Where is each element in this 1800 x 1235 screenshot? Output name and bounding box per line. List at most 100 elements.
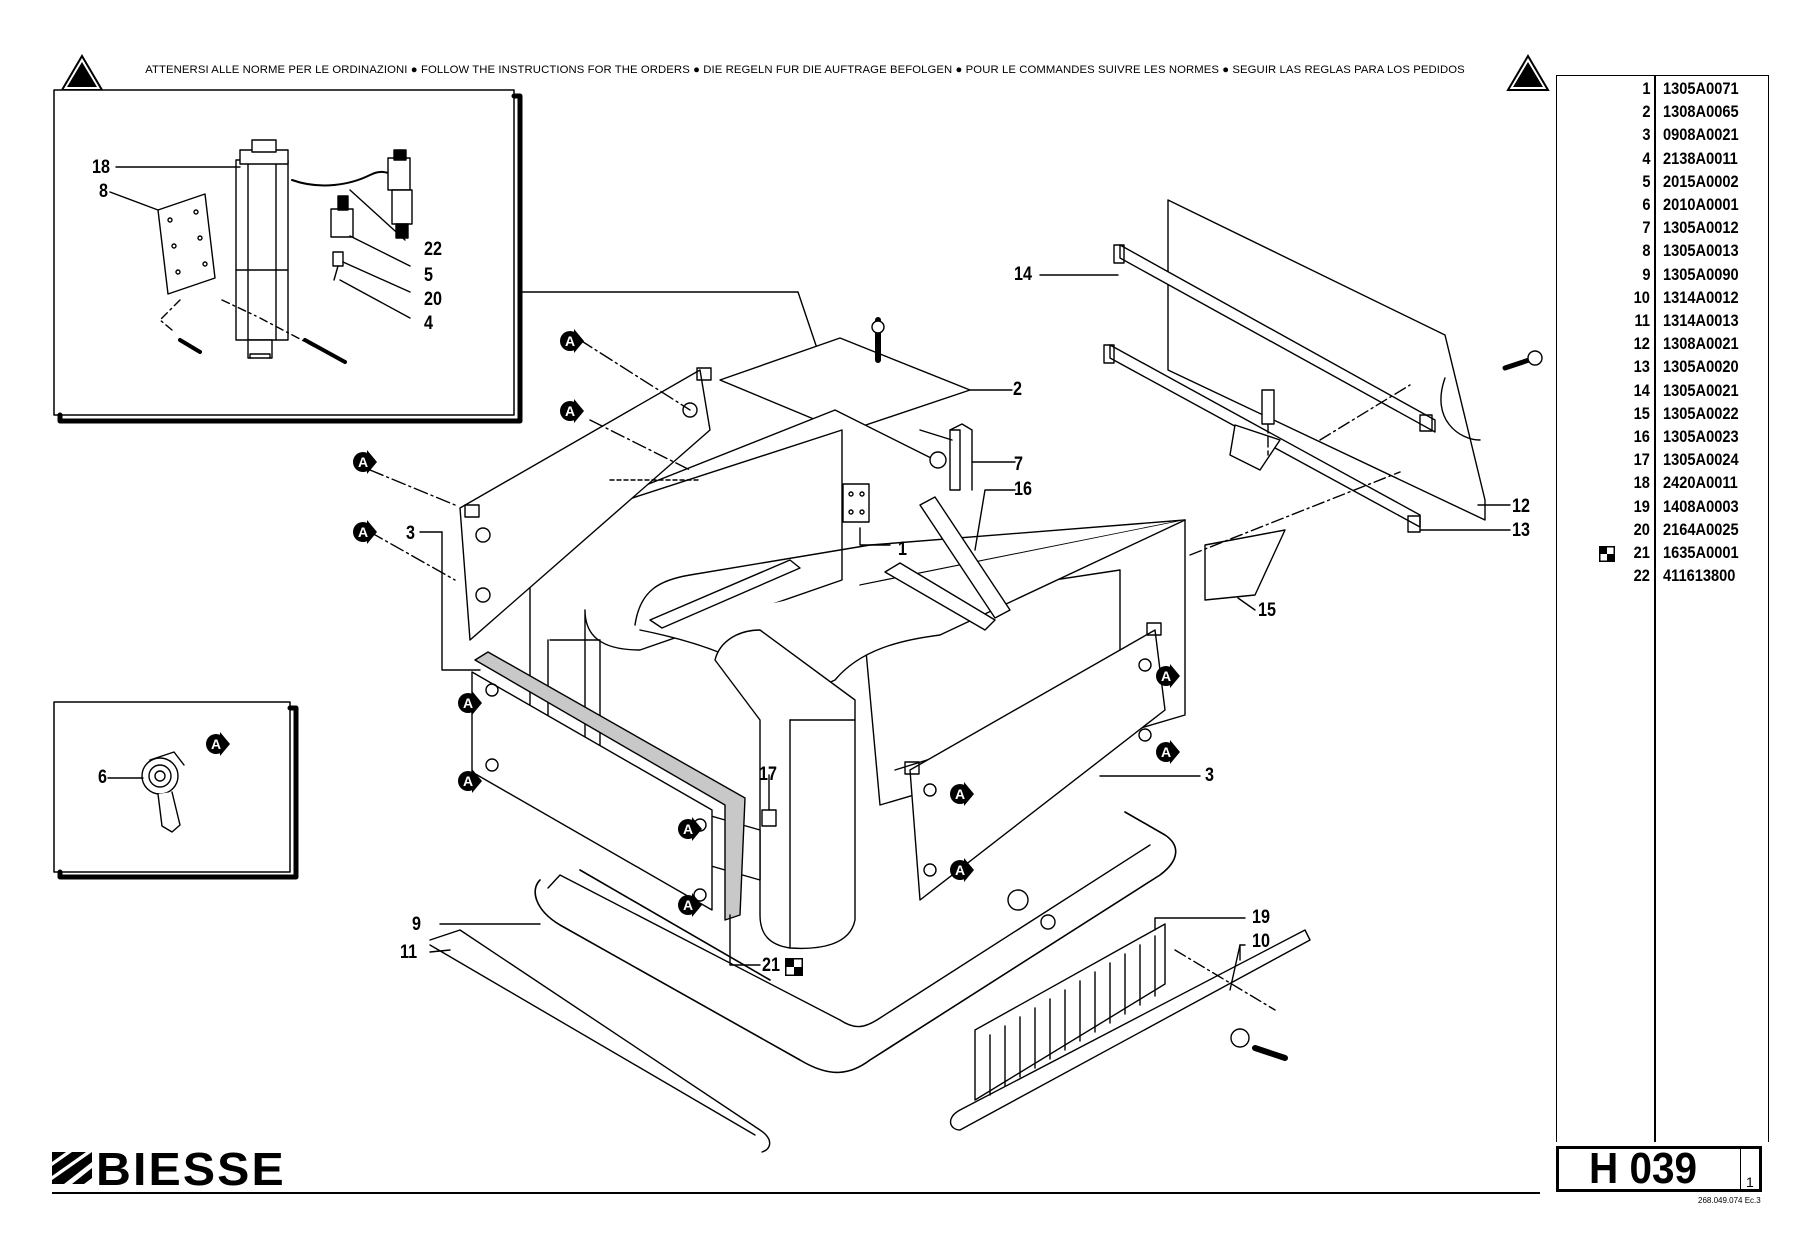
part-number: 4 — [1641, 148, 1650, 168]
callout-13: 13 — [1512, 520, 1530, 541]
a-marker-icon: A — [353, 450, 377, 474]
part-code: 1305A0023 — [1663, 427, 1739, 446]
a-marker-icon: A — [458, 769, 482, 793]
checker-icon — [1599, 546, 1615, 562]
callout-5: 5 — [424, 265, 433, 286]
part-code: 1305A0090 — [1663, 264, 1739, 284]
part-number: 20 — [1633, 519, 1650, 539]
part-code: 1305A0020 — [1663, 357, 1739, 377]
svg-text:A: A — [211, 736, 221, 752]
part-number: 9 — [1641, 264, 1650, 284]
callout-1: 1 — [898, 539, 907, 560]
inset-actuator-detail — [53, 89, 523, 424]
callout-15: 15 — [1258, 600, 1276, 621]
a-marker-icon: A — [458, 691, 482, 715]
parts-row: 4 2138A0011 — [1557, 149, 1770, 172]
svg-text:A: A — [955, 862, 965, 878]
part-number: 21 — [1633, 543, 1650, 562]
callout-6: 6 — [98, 767, 107, 788]
part-code: 1308A0021 — [1663, 334, 1739, 354]
part-code: 1314A0012 — [1663, 287, 1739, 307]
a-marker-icon: A — [560, 329, 584, 353]
front-panel-left — [471, 651, 777, 966]
part-code: 1305A0012 — [1663, 218, 1739, 238]
part-number: 6 — [1641, 195, 1650, 214]
a-marker-icon: A — [206, 732, 230, 756]
callout-3: 3 — [406, 523, 415, 544]
svg-text:A: A — [683, 897, 693, 913]
page-code-box: H 039 1 — [1556, 1144, 1762, 1193]
a-marker-icon: A — [678, 817, 702, 841]
column-divider — [1654, 76, 1656, 1142]
svg-text:A: A — [565, 333, 575, 349]
warning-triangle-icon — [1506, 54, 1550, 91]
parts-row: 14 1305A0021 — [1557, 381, 1770, 404]
callout-18: 18 — [92, 157, 110, 178]
part-code: 1314A0013 — [1663, 311, 1739, 330]
callout-14: 14 — [1014, 264, 1032, 285]
a-marker-icon: A — [950, 858, 974, 882]
a-marker-icon: A — [950, 782, 974, 806]
a-marker-icon: A — [678, 893, 702, 917]
part-code: 2138A0011 — [1663, 148, 1738, 168]
part-number: 2 — [1641, 102, 1650, 122]
svg-text:A: A — [463, 695, 473, 711]
svg-text:A: A — [1161, 744, 1171, 760]
callout-17: 17 — [759, 764, 777, 785]
svg-text:A: A — [565, 403, 575, 419]
part-number: 13 — [1633, 357, 1650, 377]
parts-row: 13 1305A0020 — [1557, 357, 1770, 380]
ventilation-grille — [974, 889, 1288, 1101]
part-code: 1305A0021 — [1663, 380, 1739, 400]
rear-panel-assembly — [1039, 199, 1543, 611]
checker-icon — [785, 958, 803, 976]
callout-3: 3 — [1205, 765, 1214, 786]
front-panel-right — [904, 622, 1201, 901]
part-number: 12 — [1633, 334, 1650, 354]
callout-21: 21 — [762, 955, 780, 976]
callout-20: 20 — [424, 289, 442, 310]
banner-text: ATTENERSI ALLE NORME PER LE ORDINAZIONI … — [145, 64, 1465, 76]
a-marker-icon: A — [1156, 740, 1180, 764]
part-number: 18 — [1633, 473, 1650, 493]
svg-text:A: A — [358, 454, 368, 470]
part-number: 3 — [1641, 125, 1650, 145]
logo-stripes-icon — [52, 1152, 92, 1184]
callout-8: 8 — [99, 181, 108, 202]
part-number: 15 — [1633, 403, 1650, 423]
parts-row: 19 1408A0003 — [1557, 497, 1770, 520]
part-number: 14 — [1633, 380, 1650, 400]
callout-22: 22 — [424, 239, 442, 260]
callout-4: 4 — [424, 313, 433, 334]
logo-text: BIESSE — [96, 1143, 286, 1195]
callout-2: 2 — [1013, 379, 1022, 400]
svg-text:A: A — [463, 773, 473, 789]
part-code: 0908A0021 — [1663, 125, 1739, 145]
part-code: 2420A0011 — [1663, 473, 1738, 493]
part-number: 19 — [1633, 496, 1650, 516]
callout-16: 16 — [1014, 479, 1032, 500]
svg-text:A: A — [955, 786, 965, 802]
sheet-number: 1 — [1746, 1174, 1754, 1190]
page-code-label: H 039 — [1589, 1144, 1698, 1193]
part-number: 16 — [1633, 427, 1650, 446]
parts-row: 18 2420A0011 — [1557, 473, 1770, 496]
callout-9: 9 — [412, 914, 421, 935]
callout-11: 11 — [400, 942, 418, 963]
base-frame — [429, 811, 1311, 1153]
part-number: 5 — [1641, 171, 1650, 191]
bottom-rule — [52, 1192, 1540, 1194]
side-panel-left — [369, 339, 712, 671]
part-code: 1408A0003 — [1663, 496, 1739, 516]
parts-row: 16 1305A0023 — [1557, 427, 1770, 450]
